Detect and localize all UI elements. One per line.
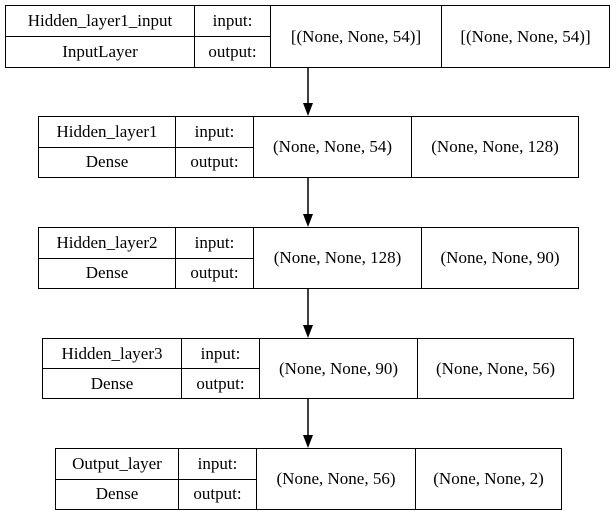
input-label: input:: [194, 121, 235, 141]
layer-type: InputLayer: [6, 36, 194, 67]
io-labels: input: output:: [175, 228, 253, 288]
layer-node-output-layer: Output_layer Dense input: output: (None,…: [55, 448, 562, 510]
io-labels: input: output:: [194, 6, 270, 67]
input-label: input:: [197, 453, 238, 473]
input-shape: (None, None, 90): [259, 339, 417, 398]
edge-arrow: [303, 68, 313, 116]
output-shape: (None, None, 90): [421, 228, 578, 288]
layer-type: Dense: [56, 478, 178, 510]
layer-name: Hidden_layer2: [56, 232, 158, 252]
layer-type: Dense: [39, 146, 175, 178]
layer-title-block: Hidden_layer3 Dense: [43, 339, 181, 398]
input-shape: (None, None, 54): [253, 117, 411, 177]
output-shape: (None, None, 56): [417, 339, 573, 398]
input-shape: (None, None, 56): [256, 449, 415, 509]
output-shape: (None, None, 2): [415, 449, 561, 509]
output-shape: [(None, None, 54)]: [441, 6, 609, 67]
layer-name: Hidden_layer1_input: [27, 11, 173, 30]
input-shape: [(None, None, 54)]: [270, 6, 441, 67]
input-label: input:: [194, 232, 235, 252]
layer-node-hidden-layer2: Hidden_layer2 Dense input: output: (None…: [38, 227, 579, 289]
output-label: output:: [176, 146, 253, 178]
input-label: input:: [212, 11, 253, 30]
layer-node-hidden-layer3: Hidden_layer3 Dense input: output: (None…: [42, 338, 574, 399]
layer-title-block: Hidden_layer1_input InputLayer: [6, 6, 194, 67]
layer-name: Hidden_layer3: [61, 343, 163, 363]
io-labels: input: output:: [175, 117, 253, 177]
output-label: output:: [179, 478, 256, 510]
edge-arrow: [303, 178, 313, 227]
layer-type: Dense: [39, 257, 175, 289]
io-labels: input: output:: [181, 339, 259, 398]
layer-node-hidden-layer1-input: Hidden_layer1_input InputLayer input: ou…: [5, 5, 610, 68]
output-label: output:: [182, 368, 259, 398]
edge-arrow: [303, 399, 313, 448]
io-labels: input: output:: [178, 449, 256, 509]
input-label: input:: [200, 343, 241, 363]
layer-name: Hidden_layer1: [56, 121, 158, 141]
output-label: output:: [195, 36, 270, 67]
layer-node-hidden-layer1: Hidden_layer1 Dense input: output: (None…: [38, 116, 579, 178]
layer-title-block: Hidden_layer1 Dense: [39, 117, 175, 177]
layer-name: Output_layer: [72, 453, 162, 473]
layer-title-block: Output_layer Dense: [56, 449, 178, 509]
output-label: output:: [176, 257, 253, 289]
edge-arrow: [303, 289, 313, 338]
input-shape: (None, None, 128): [253, 228, 421, 288]
layer-type: Dense: [43, 368, 181, 398]
output-shape: (None, None, 128): [411, 117, 578, 177]
layer-title-block: Hidden_layer2 Dense: [39, 228, 175, 288]
